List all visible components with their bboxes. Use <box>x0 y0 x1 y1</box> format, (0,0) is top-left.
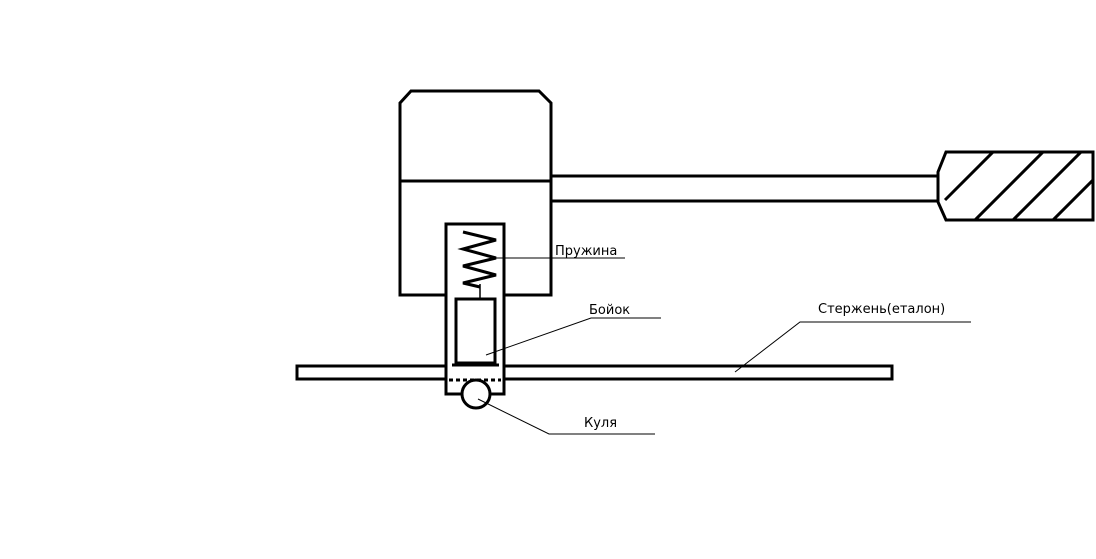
handle-grip <box>936 150 1095 222</box>
reference-rod <box>295 364 894 381</box>
spring-coil <box>457 230 497 289</box>
striker <box>454 297 497 365</box>
head-block <box>398 89 553 297</box>
label-striker: Бойок <box>589 303 630 318</box>
label-ball: Куля <box>584 416 617 431</box>
label-rod: Стержень(еталон) <box>818 302 945 317</box>
label-spring: Пружина <box>555 244 617 259</box>
leader-lines <box>477 257 971 435</box>
grip-hatching <box>943 152 1093 220</box>
ball <box>460 378 492 410</box>
